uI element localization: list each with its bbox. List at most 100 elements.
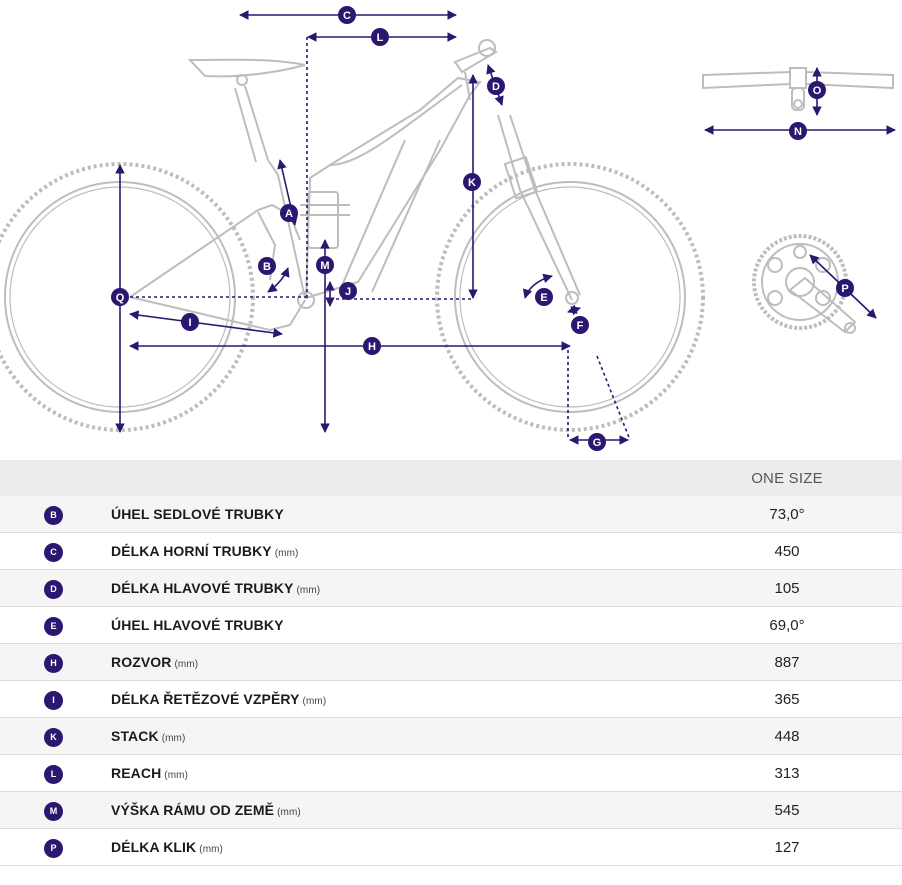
svg-text:L: L xyxy=(377,32,384,44)
row-value: 887 xyxy=(774,654,800,671)
table-row: I DÉLKA ŘETĚZOVÉ VZPĚRY(mm) 365 xyxy=(0,681,902,718)
row-unit: (mm) xyxy=(164,770,189,781)
top-tube xyxy=(329,84,463,166)
row-value: 448 xyxy=(774,728,800,745)
marker-Q: Q xyxy=(111,288,129,306)
row-marker-badge: L xyxy=(44,765,63,784)
marker-B: B xyxy=(258,257,276,275)
row-marker-badge: B xyxy=(44,506,63,525)
svg-text:O: O xyxy=(813,85,822,97)
row-unit: (mm) xyxy=(277,807,301,818)
row-unit: (mm) xyxy=(161,733,186,744)
row-label: ÚHEL HLAVOVÉ TRUBKY xyxy=(111,617,287,633)
marker-H: H xyxy=(363,337,381,355)
row-unit: (mm) xyxy=(274,548,299,559)
row-label-text: REACH xyxy=(111,765,162,781)
svg-text:M: M xyxy=(320,260,329,272)
row-unit: (mm) xyxy=(174,659,199,670)
svg-text:K: K xyxy=(468,177,476,189)
bike-line-art xyxy=(0,39,705,432)
row-label: REACH(mm) xyxy=(111,765,188,781)
row-label: DÉLKA ŘETĚZOVÉ VZPĚRY(mm) xyxy=(111,691,326,707)
row-label-text: DÉLKA HLAVOVÉ TRUBKY xyxy=(111,580,294,596)
svg-text:P: P xyxy=(841,283,848,295)
table-row: K STACK(mm) 448 xyxy=(0,718,902,755)
row-value: 73,0° xyxy=(769,506,805,523)
bike-geometry-diagram: C L D K A M B J Q I E F H G O N P xyxy=(0,6,896,451)
row-label: DÉLKA HLAVOVÉ TRUBKY(mm) xyxy=(111,580,320,596)
row-marker-badge: D xyxy=(44,580,63,599)
row-value: 127 xyxy=(774,839,800,856)
saddle xyxy=(187,58,306,78)
marker-badges: C L D K A M B J Q I E F H G O N P xyxy=(111,6,854,451)
front-rim xyxy=(454,181,686,413)
row-label: DÉLKA HORNÍ TRUBKY(mm) xyxy=(111,543,298,559)
row-value: 105 xyxy=(774,580,800,597)
marker-L: L xyxy=(371,28,389,46)
front-rim-inner xyxy=(459,186,681,408)
table-body: B ÚHEL SEDLOVÉ TRUBKY 73,0° C DÉLKA HORNÍ TR… xyxy=(0,496,902,866)
marker-K: K xyxy=(463,173,481,191)
row-marker-badge: E xyxy=(44,617,63,636)
marker-O: O xyxy=(808,81,826,99)
row-label: STACK(mm) xyxy=(111,728,185,744)
geometry-svg: C L D K A M B J Q I E F H G O N P xyxy=(0,6,896,451)
bottom-bracket xyxy=(297,291,315,309)
marker-N: N xyxy=(789,122,807,140)
row-marker-badge: C xyxy=(44,543,63,562)
row-label-text: VÝŠKA RÁMU OD ZEMĚ xyxy=(111,802,275,818)
svg-text:C: C xyxy=(343,10,351,22)
table-row: E ÚHEL HLAVOVÉ TRUBKY 69,0° xyxy=(0,607,902,644)
table-row: M VÝŠKA RÁMU OD ZEMĚ(mm) 545 xyxy=(0,792,902,829)
svg-text:Q: Q xyxy=(116,292,125,304)
marker-J: J xyxy=(339,282,357,300)
frame-down-tube-inner xyxy=(339,139,441,293)
row-value: 545 xyxy=(774,802,800,819)
seat-tube xyxy=(267,159,306,299)
row-label: VÝŠKA RÁMU OD ZEMĚ(mm) xyxy=(111,802,301,818)
marker-P: P xyxy=(836,279,854,297)
handlebar-topview xyxy=(702,67,894,111)
row-label: ROZVOR(mm) xyxy=(111,654,198,670)
row-label-text: DÉLKA ŘETĚZOVÉ VZPĚRY xyxy=(111,691,300,707)
svg-text:G: G xyxy=(593,437,602,449)
marker-I: I xyxy=(181,313,199,331)
svg-text:J: J xyxy=(345,286,351,298)
row-marker-badge: P xyxy=(44,839,63,858)
table-row: P DÉLKA KLIK(mm) 127 xyxy=(0,829,902,866)
marker-D: D xyxy=(487,77,505,95)
svg-text:H: H xyxy=(368,341,376,353)
row-marker-badge: H xyxy=(44,654,63,673)
row-marker-badge: I xyxy=(44,691,63,710)
marker-M: M xyxy=(316,256,334,274)
svg-text:B: B xyxy=(263,261,271,273)
row-label-text: DÉLKA HORNÍ TRUBKY xyxy=(111,543,272,559)
svg-text:N: N xyxy=(794,126,802,138)
row-marker-badge: M xyxy=(44,802,63,821)
row-label-text: DÉLKA KLIK xyxy=(111,839,197,855)
svg-text:D: D xyxy=(492,81,500,93)
row-value: 365 xyxy=(774,691,800,708)
row-label-text: STACK xyxy=(111,728,159,744)
table-header: ONE SIZE xyxy=(0,460,902,496)
row-label: ÚHEL SEDLOVÉ TRUBKY xyxy=(111,506,287,522)
row-value: 313 xyxy=(774,765,800,782)
stem xyxy=(453,46,498,74)
row-unit: (mm) xyxy=(302,696,327,707)
svg-text:F: F xyxy=(577,320,584,332)
front-tire xyxy=(435,162,705,432)
marker-F: F xyxy=(571,316,589,334)
size-column-header: ONE SIZE xyxy=(751,470,823,487)
row-label: DÉLKA KLIK(mm) xyxy=(111,839,223,855)
table-row: L REACH(mm) 313 xyxy=(0,755,902,792)
row-label-text: ROZVOR xyxy=(111,654,172,670)
marker-C: C xyxy=(338,6,356,24)
svg-text:I: I xyxy=(188,317,191,329)
row-value: 69,0° xyxy=(769,617,805,634)
row-marker-badge: K xyxy=(44,728,63,747)
marker-E: E xyxy=(535,288,553,306)
row-unit: (mm) xyxy=(199,844,223,855)
seat-post xyxy=(234,85,269,163)
marker-A: A xyxy=(280,204,298,222)
